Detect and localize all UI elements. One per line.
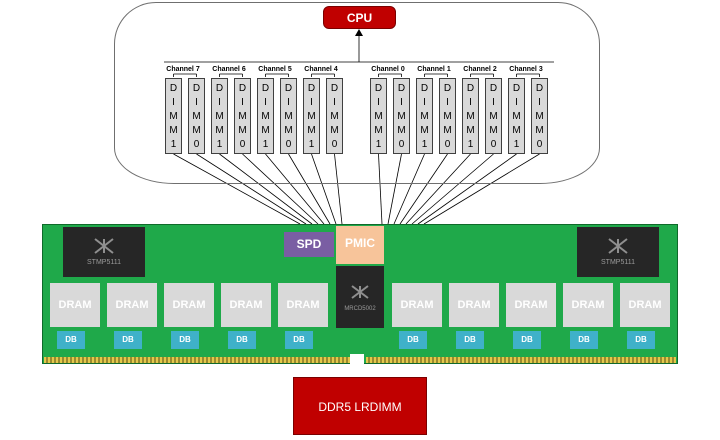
stmp-chip-left: STMP5111: [63, 227, 145, 277]
dimm-to-module-wire: [393, 153, 425, 225]
host-system-outline: [114, 2, 600, 184]
dimm-to-module-wire: [288, 153, 331, 225]
dimm-to-module-wire: [387, 153, 402, 225]
channel-label: Channel 2: [463, 66, 497, 73]
cpu-box: CPU: [323, 6, 396, 29]
channel-label: Channel 4: [304, 66, 338, 73]
channel-label: Channel 5: [258, 66, 292, 73]
channel-label: Channel 7: [166, 66, 200, 73]
dram-chip: DRAM: [449, 283, 499, 327]
rcd-chip: MRCD5002: [336, 266, 384, 328]
gold-fingers-right: [366, 357, 676, 363]
channel-label: Channel 1: [417, 66, 451, 73]
dram-chip: DRAM: [620, 283, 670, 327]
dimm-to-module-wire: [417, 153, 517, 225]
stmp-chip-right: STMP5111: [577, 227, 659, 277]
dimm-to-module-wire: [219, 153, 313, 225]
data-buffer-chip: DB: [570, 331, 598, 349]
dram-chip: DRAM: [50, 283, 100, 327]
spd-chip: SPD: [284, 232, 334, 257]
data-buffer-chip: DB: [285, 331, 313, 349]
dimm-to-module-wire: [423, 153, 540, 225]
dimm-to-module-wire: [405, 153, 471, 225]
dimm-to-module-wire: [265, 153, 325, 225]
dram-chip: DRAM: [107, 283, 157, 327]
dimm-to-module-wire: [411, 153, 494, 225]
arrow-up-icon: [355, 29, 363, 36]
data-buffer-chip: DB: [114, 331, 142, 349]
chip-logo-icon: [350, 284, 370, 300]
gold-fingers-left: [44, 357, 350, 363]
channel-label: Channel 3: [509, 66, 543, 73]
dimm-to-module-wire: [334, 153, 343, 225]
data-buffer-chip: DB: [513, 331, 541, 349]
dram-chip: DRAM: [164, 283, 214, 327]
dram-chip: DRAM: [563, 283, 613, 327]
chip-part-label: MRCD5002: [344, 306, 376, 312]
data-buffer-chip: DB: [399, 331, 427, 349]
channel-label: Channel 0: [371, 66, 405, 73]
dimm-to-module-wire: [173, 153, 301, 225]
dram-chip: DRAM: [278, 283, 328, 327]
dimm-to-module-wire: [399, 153, 448, 225]
chip-logo-icon: [93, 237, 115, 255]
data-buffer-chip: DB: [171, 331, 199, 349]
data-buffer-chip: DB: [57, 331, 85, 349]
dram-chip: DRAM: [506, 283, 556, 327]
key-notch: [350, 354, 364, 366]
dimm-to-module-wire: [242, 153, 319, 225]
dimm-to-module-wire: [378, 153, 383, 225]
dimm-to-module-wire: [311, 153, 337, 225]
channel-label: Channel 6: [212, 66, 246, 73]
dram-chip: DRAM: [392, 283, 442, 327]
pmic-chip: PMIC: [336, 226, 384, 264]
data-buffer-chip: DB: [228, 331, 256, 349]
chip-part-label: STMP5111: [601, 259, 635, 266]
data-buffer-chip: DB: [456, 331, 484, 349]
data-buffer-chip: DB: [627, 331, 655, 349]
chip-logo-icon: [607, 237, 629, 255]
chip-part-label: STMP5111: [87, 259, 121, 266]
product-label-box: DDR5 LRDIMM: [293, 377, 427, 435]
dram-chip: DRAM: [221, 283, 271, 327]
dimm-to-module-wire: [196, 153, 307, 225]
